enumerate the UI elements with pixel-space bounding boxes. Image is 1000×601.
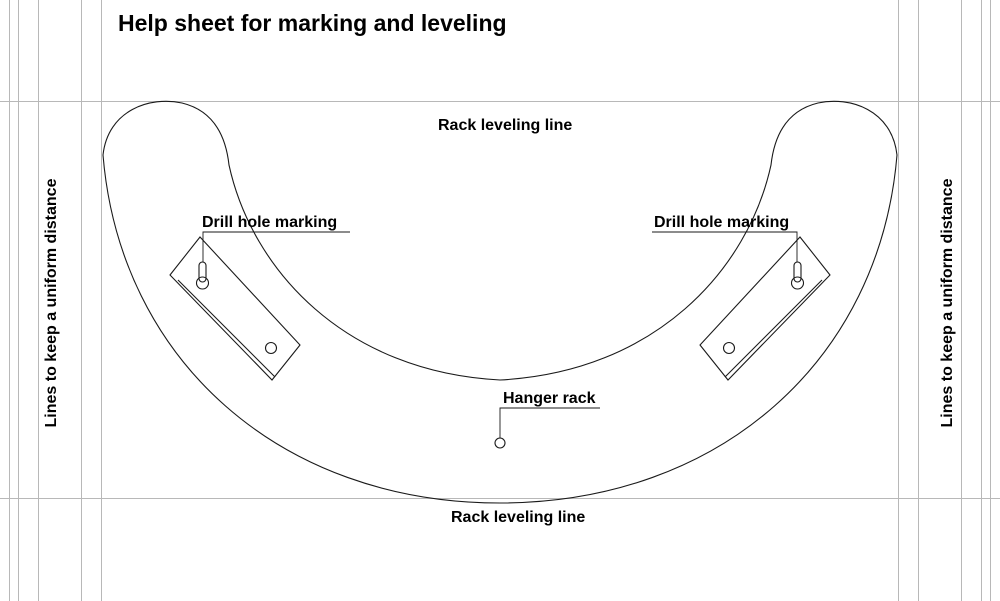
uniform-distance-label-right: Lines to keep a uniform distance [939, 178, 956, 428]
rack-leveling-label-top: Rack leveling line [438, 117, 573, 134]
right-mounting-bracket [699, 236, 831, 381]
drill-hole-label-right: Drill hole marking [654, 214, 790, 231]
hanger-rack-hole [494, 437, 506, 449]
left-mounting-bracket [169, 236, 301, 381]
label-leaders [202, 231, 798, 438]
uniform-distance-label-left: Lines to keep a uniform distance [43, 178, 60, 428]
page-title: Help sheet for marking and leveling [118, 10, 507, 36]
drill-hole-label-left: Drill hole marking [202, 214, 338, 231]
uniform-distance-lines-right [898, 0, 991, 601]
hanger-rack-label: Hanger rack [503, 390, 596, 407]
rack-leveling-label-bottom: Rack leveling line [451, 509, 586, 526]
rack-leveling-lines [0, 101, 1000, 499]
uniform-distance-lines-left [9, 0, 102, 601]
hanger-rack-outline [102, 100, 898, 504]
